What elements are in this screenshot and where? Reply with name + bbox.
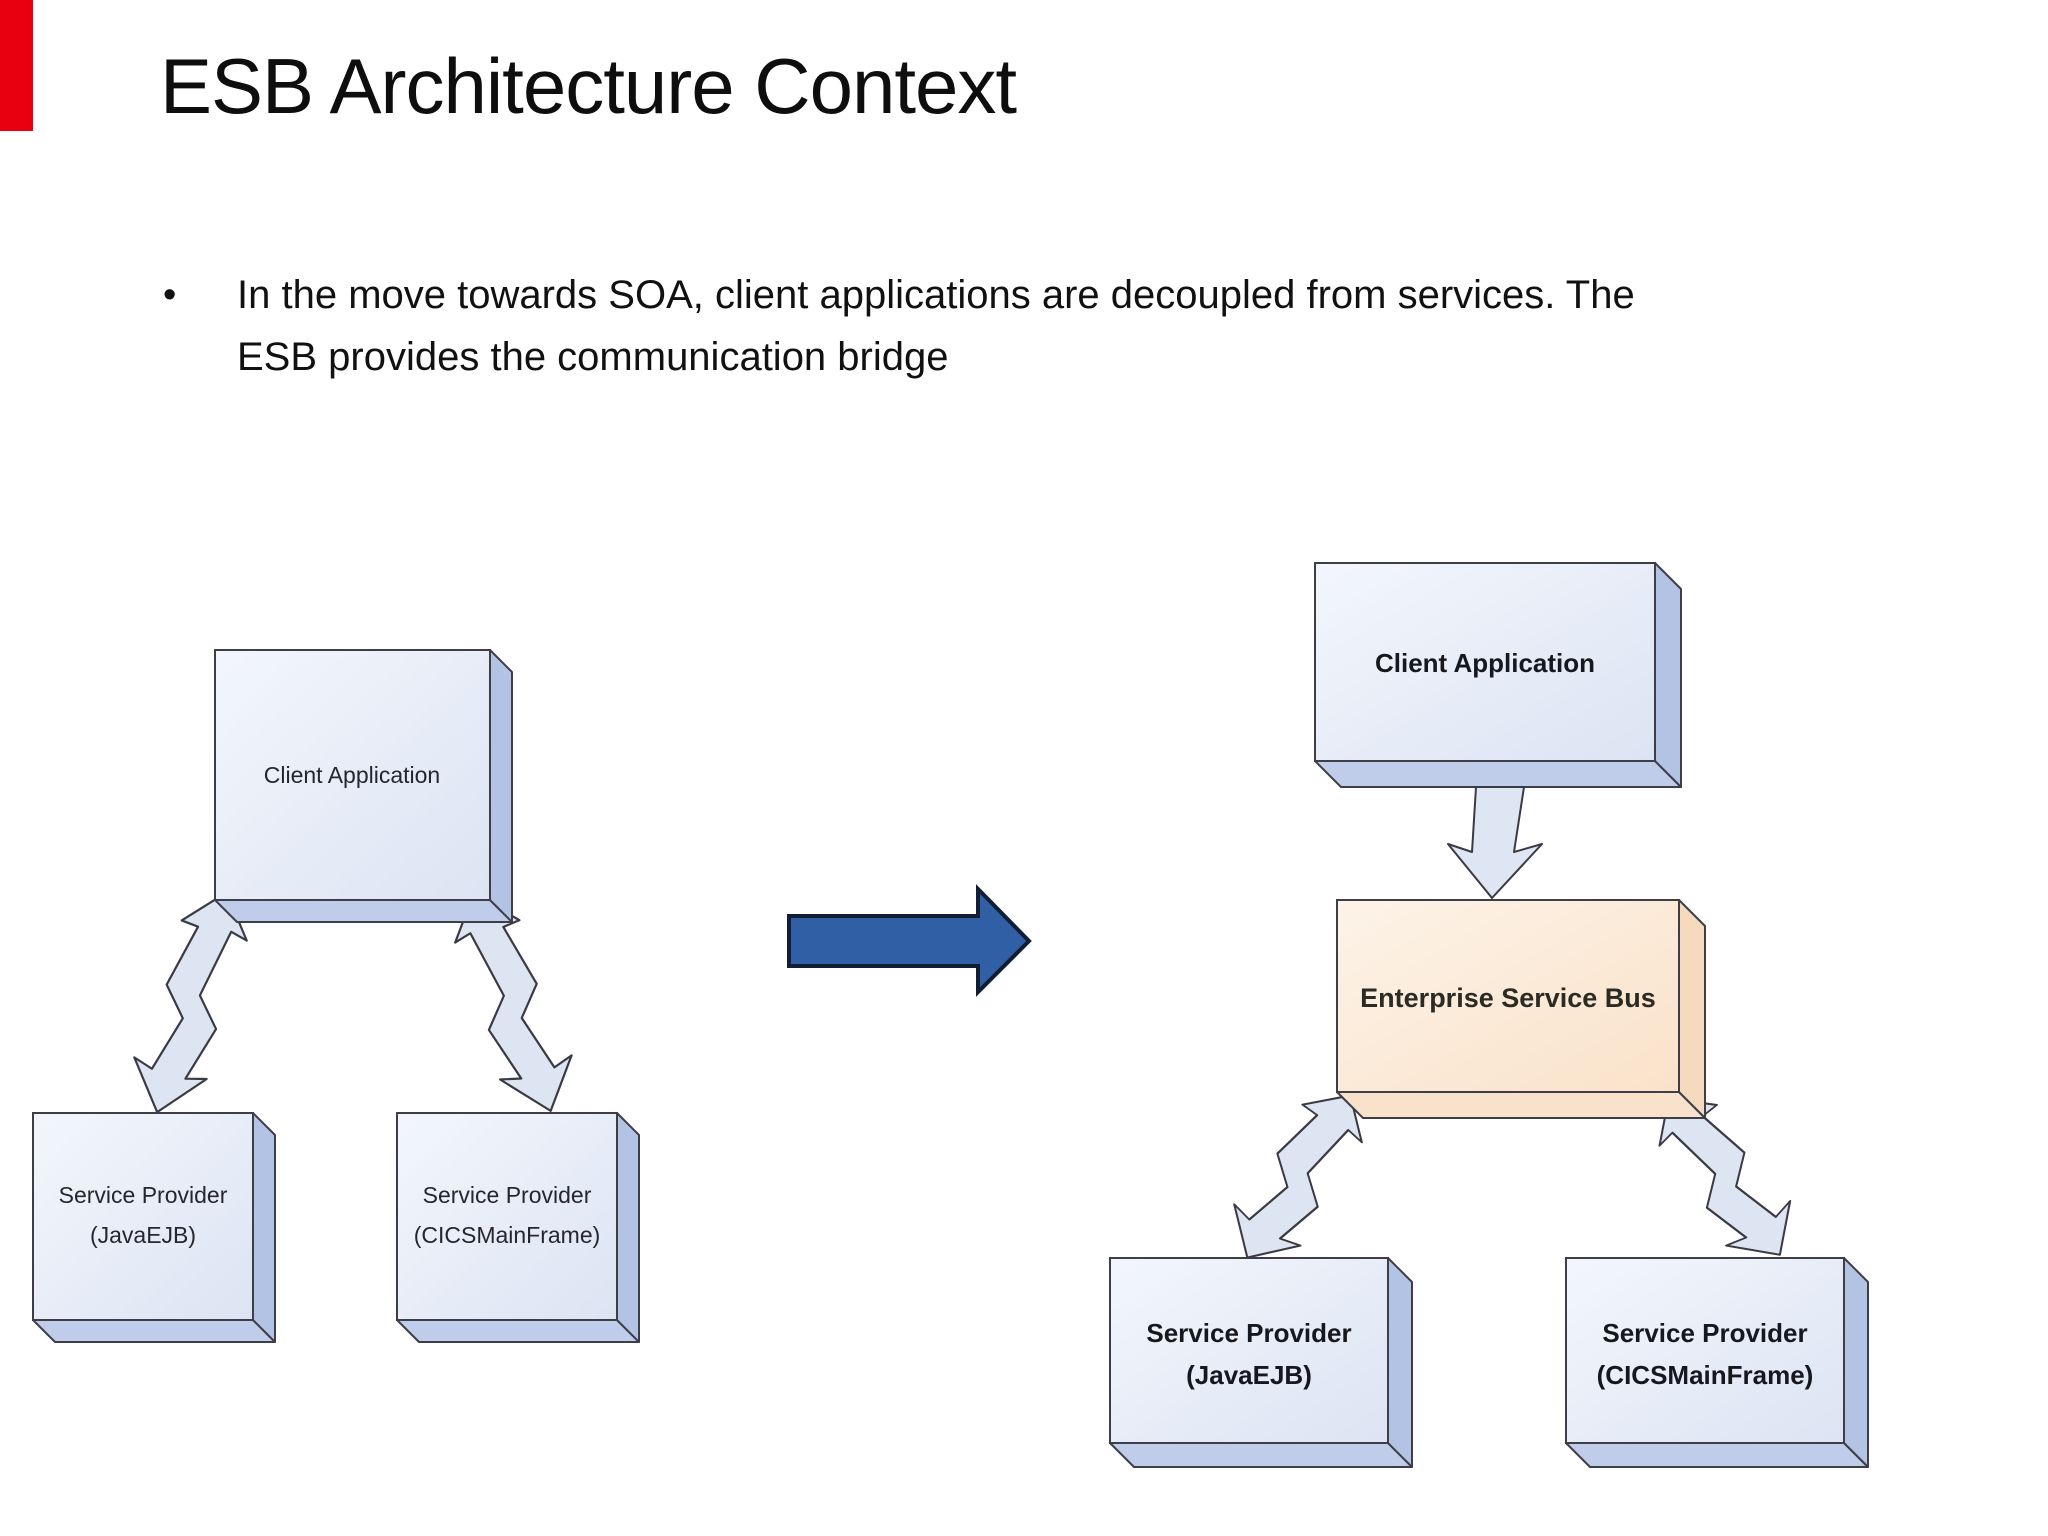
- transform-arrow-icon: [787, 884, 1032, 997]
- service-provider-label: Service Provider: [59, 1182, 228, 1208]
- service-provider-label: Service Provider: [1146, 1318, 1351, 1348]
- bullet-item: • In the move towards SOA, client applic…: [163, 264, 1917, 388]
- bullet-line-2: ESB provides the communication bridge: [237, 335, 949, 379]
- client-application-box: Client Application: [1314, 562, 1682, 788]
- service-provider-sublabel: (CICSMainFrame): [414, 1222, 601, 1248]
- enterprise-service-bus-label: Enterprise Service Bus: [1360, 983, 1656, 1013]
- client-application-label: Client Application: [1375, 648, 1595, 678]
- service-provider-label: Service Provider: [1602, 1318, 1807, 1348]
- service-provider-javaejb-box: Service Provider (JavaEJB): [1109, 1257, 1413, 1468]
- bullet-marker: •: [163, 274, 177, 316]
- service-provider-sublabel: (CICSMainFrame): [1597, 1360, 1814, 1390]
- client-application-label: Client Application: [264, 762, 440, 788]
- service-provider-label: Service Provider: [423, 1182, 592, 1208]
- service-provider-javaejb-box: Service Provider (JavaEJB): [32, 1112, 276, 1343]
- service-provider-cicsmainframe-box: Service Provider (CICSMainFrame): [1565, 1257, 1869, 1468]
- service-provider-sublabel: (JavaEJB): [90, 1222, 196, 1248]
- enterprise-service-bus-box: Enterprise Service Bus: [1336, 899, 1706, 1119]
- before-diagram: Client Application Service Provider (Jav…: [32, 649, 640, 1343]
- service-provider-cicsmainframe-box: Service Provider (CICSMainFrame): [396, 1112, 640, 1343]
- slide-title: ESB Architecture Context: [160, 42, 1017, 130]
- bullet-text: In the move towards SOA, client applicat…: [237, 264, 1917, 388]
- service-provider-sublabel: (JavaEJB): [1186, 1360, 1312, 1390]
- client-application-box: Client Application: [214, 649, 513, 923]
- after-diagram: Client Application Enterprise Service Bu…: [1109, 562, 1869, 1468]
- red-accent-bar: [0, 0, 33, 131]
- bullet-line-1: In the move towards SOA, client applicat…: [237, 273, 1635, 317]
- flow-arrow-icon: [1447, 786, 1543, 899]
